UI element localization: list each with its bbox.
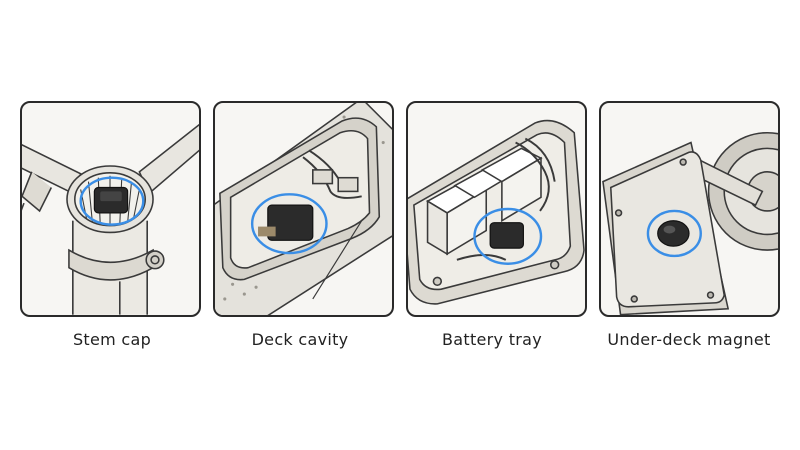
battery-tray-illustration <box>408 119 585 305</box>
panel-stem-cap <box>20 101 201 317</box>
tracker-device <box>267 204 314 241</box>
caption-deck-cavity: Deck cavity <box>251 330 349 349</box>
highlight-circle <box>250 193 328 255</box>
tracker-device <box>489 222 524 249</box>
highlight-circle <box>646 209 702 258</box>
panel-deck-cavity <box>213 101 394 317</box>
magnet-device <box>657 220 690 247</box>
under-deck-magnet-illustration <box>602 131 778 315</box>
caption-under-deck-magnet: Under-deck magnet <box>607 330 771 349</box>
panel-under-deck-magnet <box>599 101 780 317</box>
deck-cavity-illustration <box>215 103 392 315</box>
caption-stem-cap: Stem cap <box>72 330 152 349</box>
stem-cap-illustration <box>22 123 199 315</box>
highlight-circle <box>79 176 145 226</box>
highlight-circle <box>473 207 543 265</box>
caption-battery-tray: Battery tray <box>441 330 543 349</box>
panel-battery-tray <box>406 101 587 317</box>
